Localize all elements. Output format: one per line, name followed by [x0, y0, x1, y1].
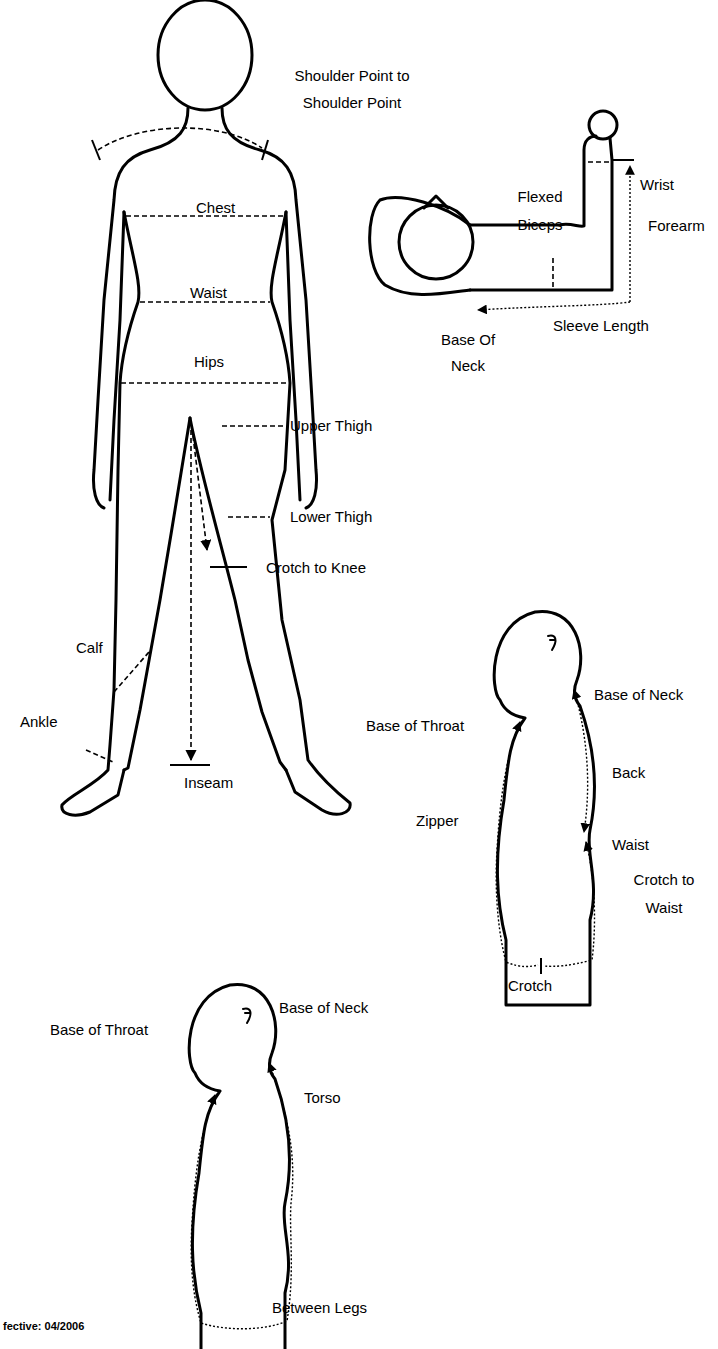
profile-torso: [189, 984, 293, 1349]
measurement-label: Chest: [196, 198, 235, 218]
measurement-label: Forearm: [648, 216, 705, 236]
measurement-label: Zipper: [416, 811, 459, 831]
measurement-label: Calf: [76, 638, 103, 658]
measurement-label: Between Legs: [272, 1298, 367, 1318]
measurement-label: Wrist: [640, 175, 674, 195]
measurement-label: Waist: [190, 283, 227, 303]
measurement-label: Base Of Neck: [428, 327, 508, 379]
measurement-label: Base of Throat: [366, 716, 464, 736]
date-note: fective: 04/2006: [3, 1318, 84, 1334]
measurement-label: Crotch: [508, 976, 552, 996]
measurement-label: Crotch to Waist: [624, 866, 704, 922]
measurement-label: Upper Thigh: [290, 416, 372, 436]
measurement-label: Back: [612, 763, 645, 783]
measurement-label: Inseam: [184, 773, 233, 793]
measurement-label: Base of Neck: [279, 998, 368, 1018]
measurement-label: Flexed Biceps: [505, 183, 575, 239]
measurement-label: Sleeve Length: [553, 316, 649, 336]
measurement-label: Base of Throat: [50, 1020, 148, 1040]
measurement-label: Torso: [304, 1088, 341, 1108]
measurement-label: Shoulder Point to Shoulder Point: [272, 62, 432, 116]
arm-figure: [370, 111, 634, 310]
measurement-label: Crotch to Knee: [266, 558, 366, 578]
measurement-label: Waist: [612, 835, 649, 855]
measurement-label: Base of Neck: [594, 685, 683, 705]
measurement-label: Hips: [194, 352, 224, 372]
measurement-label: Lower Thigh: [290, 507, 372, 527]
measurement-label: Ankle: [20, 712, 58, 732]
front-figure: [62, 0, 350, 815]
profile-zipper: [494, 611, 594, 1005]
